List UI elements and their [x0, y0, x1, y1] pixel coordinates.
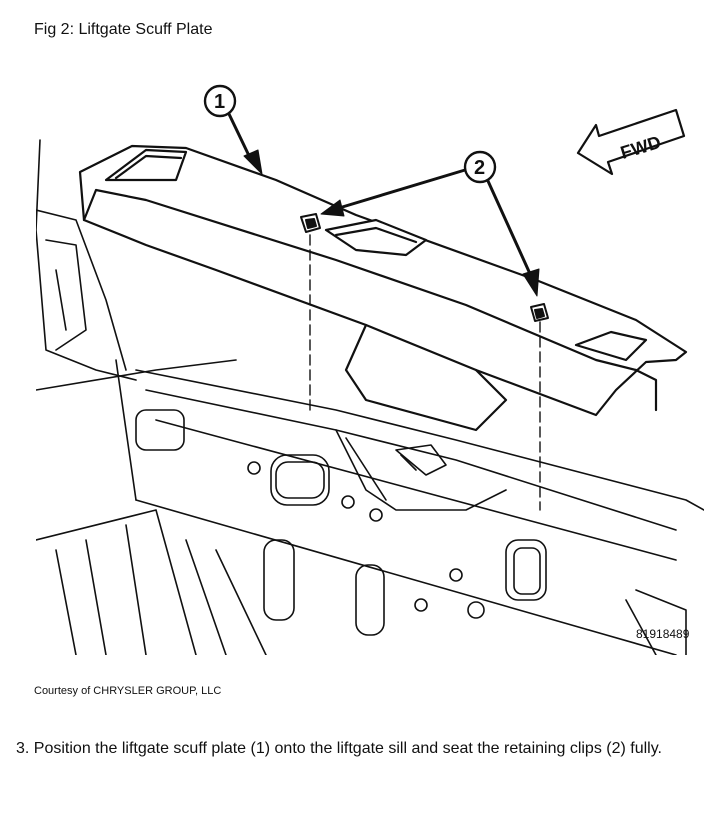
retaining-clip-right — [530, 303, 549, 322]
forward-direction-arrow: FWD — [576, 108, 686, 176]
callout-1-circle — [203, 84, 237, 118]
callout-1-label: 1 — [214, 91, 225, 113]
vehicle-body-lines — [36, 139, 704, 655]
installation-guide-lines — [309, 234, 541, 511]
callout-2-group — [320, 150, 540, 297]
figure-caption: Fig 2: Liftgate Scuff Plate — [34, 21, 213, 38]
callout-2-circle — [463, 150, 497, 184]
callout-2-label: 2 — [474, 157, 485, 179]
image-credit: Courtesy of CHRYSLER GROUP, LLC — [34, 685, 222, 697]
instruction-step: 3. Position the liftgate scuff plate (1)… — [16, 740, 662, 757]
image-code: 81918489 — [636, 627, 690, 641]
callout-1-group — [203, 84, 263, 175]
retaining-clip-left — [300, 213, 321, 233]
liftgate-scuff-plate-illustration: FWD 1 2 81918489 — [36, 70, 704, 655]
scuff-plate-part — [78, 144, 688, 432]
